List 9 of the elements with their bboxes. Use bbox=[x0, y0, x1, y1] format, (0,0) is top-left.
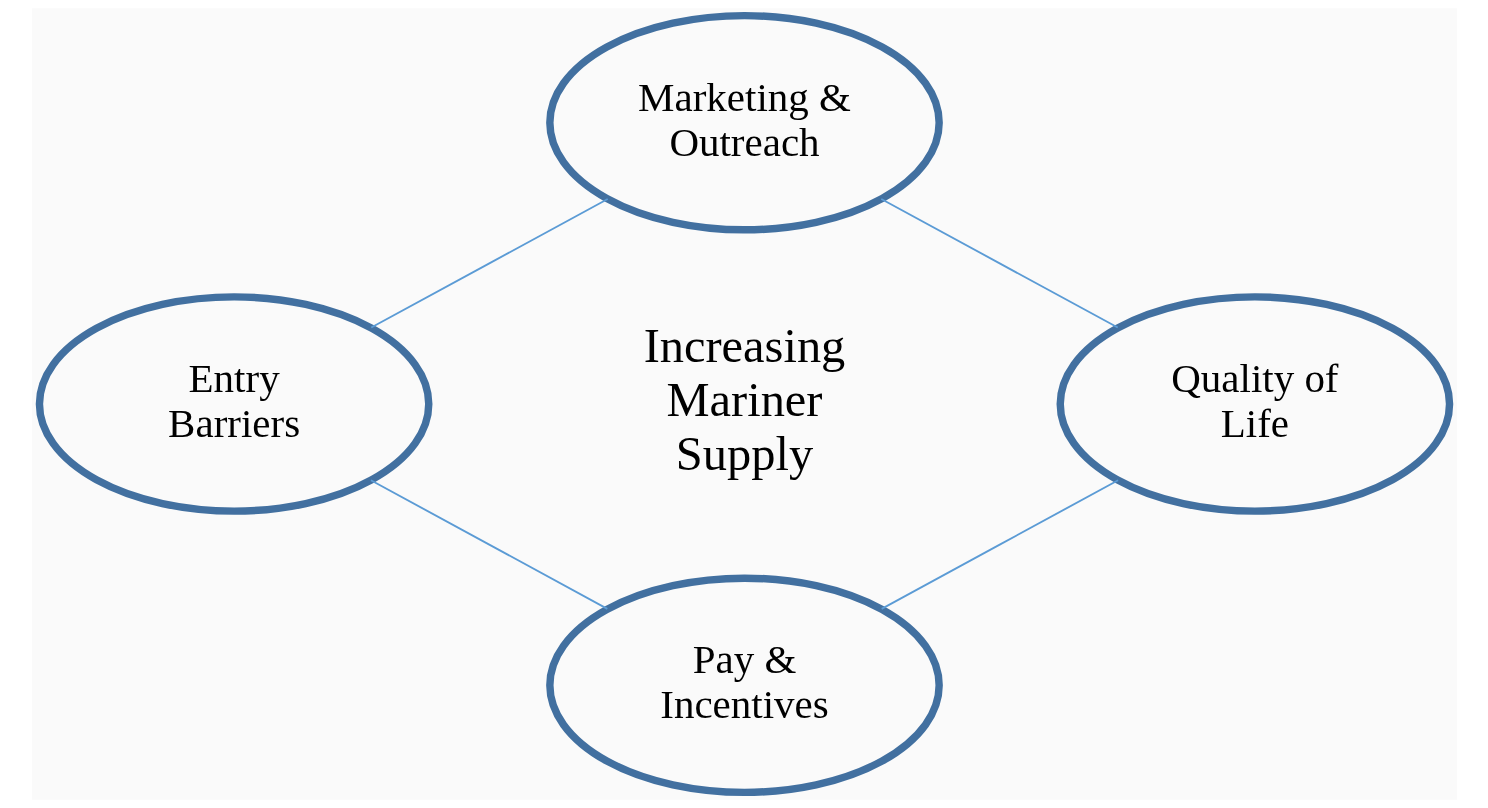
node-ellipse: Pay & Incentives bbox=[545, 574, 943, 797]
connector bbox=[880, 479, 1119, 610]
connector bbox=[369, 479, 608, 610]
connector bbox=[369, 198, 609, 329]
node-ellipse: Marketing & Outreach bbox=[545, 11, 943, 234]
label: Increasing Mariner Supply bbox=[643, 318, 845, 480]
node-ellipse: Entry Barriers bbox=[35, 293, 432, 515]
connector bbox=[879, 198, 1119, 329]
node-ellipse: Quality of Life bbox=[1056, 293, 1453, 515]
